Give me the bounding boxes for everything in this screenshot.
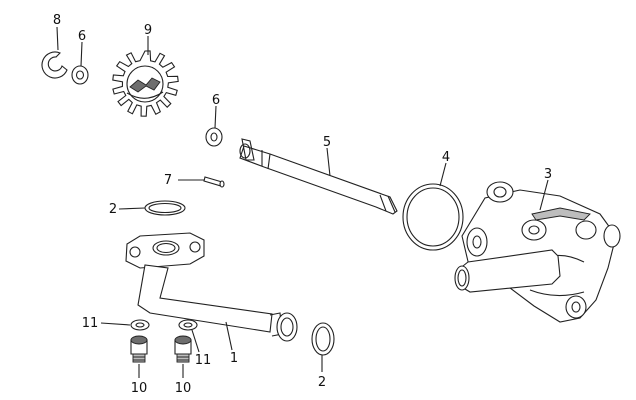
callout-10-right: 10 [175, 381, 192, 396]
shaft-part-5 [239, 138, 398, 215]
callout-1: 1 [230, 351, 238, 366]
callout-3: 3 [544, 167, 552, 182]
washer-part-11-left [130, 319, 150, 331]
o-ring-part-4 [402, 183, 464, 251]
o-ring-part-2-upper [144, 200, 186, 216]
callout-2-lower: 2 [318, 375, 326, 390]
pipe-part-1 [125, 232, 298, 342]
bolt-part-10-left [130, 335, 148, 363]
callout-11-left: 11 [82, 316, 99, 331]
washer-part-6-left [71, 65, 89, 85]
o-ring-part-2-lower [311, 322, 335, 356]
circlip-part-8 [41, 51, 68, 79]
pin-part-7 [203, 176, 225, 188]
bolt-part-10-right [174, 335, 192, 363]
callout-2-upper: 2 [109, 202, 117, 217]
gear-part-9 [112, 50, 179, 117]
callout-6-left: 6 [78, 29, 86, 44]
callout-8: 8 [53, 13, 61, 28]
callout-9: 9 [144, 23, 152, 38]
leader-lines [56, 26, 549, 378]
washer-part-11-right [178, 319, 198, 331]
callout-10-left: 10 [131, 381, 148, 396]
callout-11-right: 11 [195, 353, 212, 368]
callout-4: 4 [442, 150, 450, 165]
callout-5: 5 [323, 135, 331, 150]
callout-7: 7 [164, 173, 172, 188]
callout-6-shaft: 6 [212, 93, 220, 108]
pump-housing-part-3 [454, 181, 621, 323]
washer-part-6-shaft [205, 127, 223, 147]
